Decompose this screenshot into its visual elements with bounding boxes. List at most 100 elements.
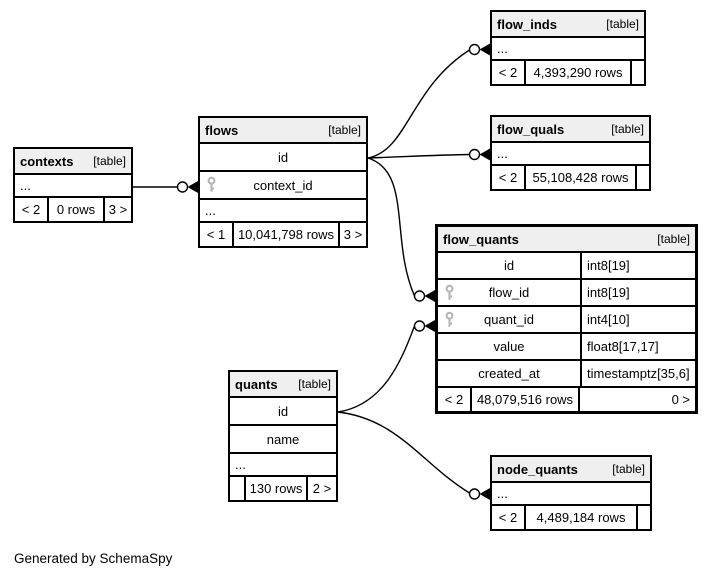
- table-name: quants: [235, 376, 278, 392]
- table-contexts[interactable]: contexts [table] ... < 2 0 rows 3 >: [13, 147, 133, 223]
- table-tag: [table]: [657, 232, 690, 246]
- cardinality-circle-flows: [176, 181, 189, 193]
- arrowhead-flows-context_id: [187, 181, 198, 193]
- pager-next: [635, 166, 649, 189]
- key-icon: [206, 176, 217, 194]
- column-label: ...: [497, 146, 508, 161]
- generated-by-note: Generated by SchemaSpy: [14, 551, 173, 566]
- table-footer: < 2 48,079,516 rows 0 >: [438, 388, 695, 411]
- table-footer: 130 rows 2 >: [230, 477, 336, 500]
- table-footer: < 2 0 rows 3 >: [15, 198, 131, 221]
- pager-prev: < 2: [444, 392, 464, 407]
- column-row-ellipsis: ...: [492, 143, 649, 166]
- table-tag: [table]: [298, 377, 331, 391]
- table-footer: < 2 4,393,290 rows: [492, 61, 644, 84]
- pager-prev: < 2: [498, 65, 518, 80]
- row-count: 4,489,184 rows: [524, 506, 636, 529]
- row-count: 10,041,798 rows: [232, 223, 338, 246]
- table-header: flow_inds [table]: [492, 12, 644, 38]
- table-tag: [table]: [612, 462, 645, 476]
- column-label: id: [277, 403, 289, 419]
- table-name: flow_quals: [497, 121, 565, 137]
- row-count: 48,079,516 rows: [470, 388, 578, 411]
- arrowhead-node_quants: [479, 488, 490, 500]
- column-label: ...: [497, 41, 508, 56]
- column-row-ellipsis: ...: [492, 483, 650, 506]
- table-tag: [table]: [328, 123, 361, 137]
- column-label: context_id: [253, 177, 313, 193]
- table-tag: [table]: [93, 154, 126, 168]
- relation-quants-node_quants: [337, 411, 470, 494]
- column-row-context_id: context_id: [200, 172, 366, 200]
- column-row-created_at: created_at timestamptz[35,6]: [438, 361, 695, 388]
- arrowhead-flow_quals: [479, 148, 490, 161]
- pager-next: 2 >: [306, 477, 336, 500]
- pager-prev: [230, 477, 244, 500]
- table-flow_quants[interactable]: flow_quants [table] id int8[19] flow_id …: [435, 224, 698, 414]
- column-type: int8[19]: [587, 285, 630, 300]
- table-name: contexts: [20, 153, 74, 169]
- table-header: flow_quals [table]: [492, 117, 649, 143]
- table-name: node_quants: [497, 461, 578, 477]
- column-type: float8[17,17]: [587, 339, 659, 354]
- pager-prev: < 2: [21, 202, 41, 217]
- cardinality-circle-flow_quals: [468, 148, 481, 161]
- table-footer: < 2 55,108,428 rows: [492, 166, 649, 189]
- column-type: int8[19]: [587, 258, 630, 273]
- row-count: 130 rows: [244, 477, 306, 500]
- cardinality-circle-flow_inds: [468, 43, 481, 56]
- column-row-ellipsis: ...: [200, 200, 366, 223]
- pager-prev: < 1: [206, 227, 226, 242]
- key-icon: [444, 284, 455, 301]
- table-footer: < 2 4,489,184 rows: [492, 506, 650, 529]
- key-icon: [444, 311, 455, 328]
- relation-flows-flow_quals: [367, 153, 470, 159]
- arrowhead-flow_quants-flow_id: [424, 290, 435, 302]
- table-header: quants [table]: [230, 372, 336, 398]
- table-name: flows: [205, 122, 239, 138]
- column-label: ...: [497, 486, 508, 501]
- arrowhead-flow_inds: [479, 43, 490, 56]
- pager-next: 3 >: [338, 223, 366, 246]
- column-label: name: [266, 431, 300, 447]
- column-row-ellipsis: ...: [15, 175, 131, 198]
- table-flows[interactable]: flows [table] id context_id ... < 1 10,0…: [198, 116, 368, 248]
- table-flow_inds[interactable]: flow_inds [table] ... < 2 4,393,290 rows: [490, 10, 646, 86]
- relation-quants-flow_quants: [337, 325, 416, 413]
- column-type: timestamptz[35,6]: [587, 366, 690, 381]
- table-footer: < 1 10,041,798 rows 3 >: [200, 223, 366, 246]
- row-count: 55,108,428 rows: [524, 166, 635, 189]
- column-row-name: name: [230, 426, 336, 454]
- pager-next: [636, 506, 650, 529]
- pager-next: 0 >: [578, 388, 695, 411]
- column-label: id: [503, 258, 515, 273]
- cardinality-circle-flow_quants-flow_id: [413, 290, 426, 302]
- column-row-id: id: [230, 398, 336, 426]
- column-row-value: value float8[17,17]: [438, 334, 695, 361]
- table-header: node_quants [table]: [492, 457, 650, 483]
- column-label: flow_id: [488, 285, 530, 300]
- column-row-ellipsis: ...: [492, 38, 644, 61]
- table-node_quants[interactable]: node_quants [table] ... < 2 4,489,184 ro…: [490, 455, 652, 531]
- table-flow_quals[interactable]: flow_quals [table] ... < 2 55,108,428 ro…: [490, 115, 651, 191]
- table-quants[interactable]: quants [table] id name ... 130 rows 2 >: [228, 370, 338, 502]
- pager-next: [630, 61, 644, 84]
- column-row-quant_id: quant_id int4[10]: [438, 307, 695, 334]
- table-name: flow_inds: [497, 16, 557, 32]
- row-count: 0 rows: [47, 198, 103, 221]
- arrowhead-flow_quants-quant_id: [424, 320, 435, 332]
- pager-prev: < 2: [498, 170, 518, 185]
- table-tag: [table]: [606, 17, 639, 31]
- column-label: ...: [20, 178, 31, 193]
- cardinality-circle-node_quants: [468, 488, 481, 500]
- table-tag: [table]: [611, 122, 644, 136]
- table-header: flows [table]: [200, 118, 366, 144]
- column-label: created_at: [478, 366, 540, 381]
- column-row-id: id int8[19]: [438, 253, 695, 280]
- relation-flows-flow_quants: [367, 157, 416, 297]
- column-row-id: id: [200, 144, 366, 172]
- pager-next: 3 >: [103, 198, 131, 221]
- row-count: 4,393,290 rows: [524, 61, 630, 84]
- column-row-ellipsis: ...: [230, 454, 336, 477]
